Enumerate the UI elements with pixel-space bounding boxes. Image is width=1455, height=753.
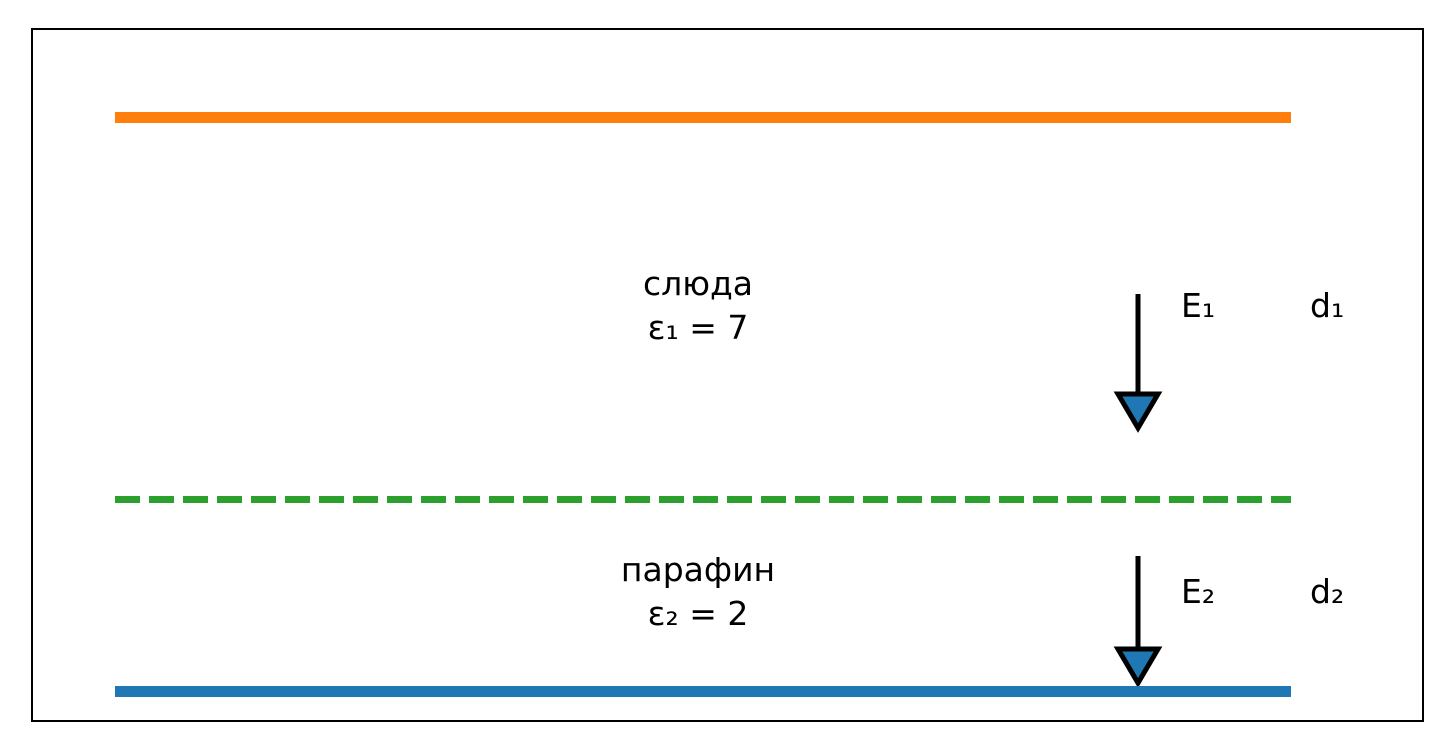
diagram-frame: слюда ε₁ = 7 E₁ d₁ парафин ε₂ = 2 E₂ d₂ (31, 28, 1424, 722)
layer-1-material-name: слюда (642, 264, 754, 303)
top-plate (115, 112, 1291, 123)
thickness-label-2: d₂ (1310, 572, 1345, 611)
layer-1-permittivity: ε₁ = 7 (647, 308, 749, 347)
field-label-2: E₂ (1181, 572, 1216, 611)
field-arrow-2-icon (1113, 556, 1163, 688)
layer-2-permittivity: ε₂ = 2 (647, 594, 749, 633)
field-label-1: E₁ (1181, 286, 1216, 325)
bottom-plate (115, 686, 1291, 697)
layer-1-label: слюда ε₁ = 7 (498, 262, 898, 350)
layer-2-material-name: парафин (620, 550, 776, 589)
thickness-label-1: d₁ (1310, 286, 1345, 325)
dielectric-interface-line (115, 496, 1291, 503)
layer-2-label: парафин ε₂ = 2 (498, 548, 898, 636)
field-arrow-1-icon (1113, 294, 1163, 433)
